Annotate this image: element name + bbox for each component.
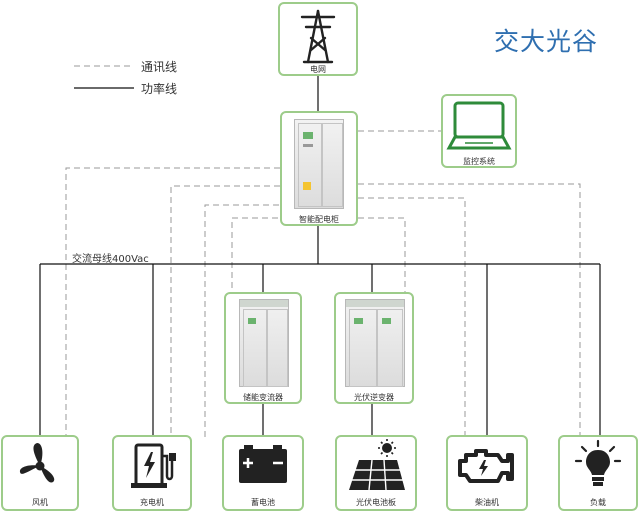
battery-node[interactable]: 蓄电池 — [222, 435, 304, 511]
pv-panel-node[interactable]: 光伏电池板 — [335, 435, 417, 511]
pv-panel-label: 光伏电池板 — [356, 498, 396, 507]
comm-storage — [231, 217, 313, 292]
legend-comm-label: 通讯线 — [141, 60, 178, 74]
battery-label: 蓄电池 — [251, 498, 275, 507]
wind-turbine-icon — [19, 443, 55, 483]
battery-icon — [239, 445, 287, 483]
engine-icon — [458, 449, 514, 483]
pv-inverter-label: 光伏逆变器 — [354, 393, 394, 402]
cabinet-label: 智能配电柜 — [299, 215, 339, 224]
brand-title: 交大光谷 — [494, 27, 599, 56]
cabinet-icon — [294, 119, 344, 209]
comm-diesel — [358, 183, 581, 437]
grid-label: 电网 — [310, 65, 326, 74]
storage-converter-node[interactable]: 储能变流器 — [224, 292, 302, 404]
charger-label: 充电机 — [140, 498, 164, 507]
storage-converter-label: 储能变流器 — [243, 393, 283, 402]
wind-label: 风机 — [32, 498, 48, 507]
comm-pv-inverter — [333, 217, 406, 292]
power-tower-icon — [300, 9, 336, 64]
load-label: 负载 — [590, 498, 606, 507]
diesel-label: 柴油机 — [475, 498, 499, 507]
cabinet-node[interactable]: 智能配电柜 — [280, 111, 358, 226]
comm-wind — [65, 167, 280, 437]
wind-node[interactable]: 风机 — [1, 435, 79, 511]
diesel-node[interactable]: 柴油机 — [446, 435, 528, 511]
load-node[interactable]: 负载 — [558, 435, 638, 511]
bus-label: 交流母线400Vac — [72, 254, 149, 265]
monitor-node[interactable]: 监控系统 — [441, 94, 517, 168]
legend-power-label: 功率线 — [141, 82, 178, 96]
storage-converter-icon — [239, 299, 289, 387]
monitor-icon — [446, 101, 512, 150]
pv-inverter-icon — [345, 299, 405, 387]
comm-pv-panel — [358, 197, 466, 437]
charger-node[interactable]: 充电机 — [112, 435, 192, 511]
power-lines — [39, 76, 601, 437]
monitor-label: 监控系统 — [463, 157, 495, 166]
grid-node[interactable]: 电网 — [278, 2, 358, 76]
comm-battery — [204, 204, 301, 437]
solar-panel-icon — [349, 439, 405, 491]
ev-charger-icon — [131, 443, 176, 488]
lightbulb-icon — [574, 439, 622, 486]
pv-inverter-node[interactable]: 光伏逆变器 — [334, 292, 414, 404]
